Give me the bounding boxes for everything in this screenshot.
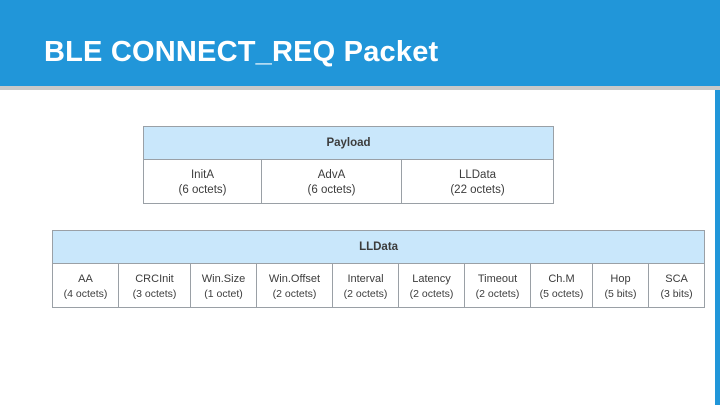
payload-field-inita: InitA (6 octets)	[143, 159, 262, 204]
field-name: Ch.M	[548, 272, 575, 285]
field-name: Timeout	[477, 272, 518, 285]
lldata-header-cell: LLData	[51, 230, 706, 264]
table-row-header: Payload	[142, 126, 555, 160]
field-size: (1 octet)	[204, 287, 243, 300]
lldata-field-hop: Hop (5 bits)	[592, 263, 649, 308]
field-size: (2 octets)	[343, 287, 388, 300]
lldata-field-crcinit: CRCInit (3 octets)	[118, 263, 191, 308]
banner-shadow	[0, 86, 720, 90]
field-name: Hop	[610, 272, 631, 285]
lldata-packet-table: LLData AA (4 octets) CRCInit (3 octets) …	[51, 230, 706, 308]
field-size: (22 octets)	[450, 183, 505, 196]
field-size: (5 bits)	[604, 287, 637, 300]
field-name: InitA	[190, 168, 214, 181]
field-size: (6 octets)	[178, 183, 227, 196]
table-row-header: LLData	[51, 230, 706, 264]
field-size: (3 bits)	[660, 287, 693, 300]
field-size: (4 octets)	[63, 287, 108, 300]
lldata-field-chm: Ch.M (5 octets)	[530, 263, 593, 308]
field-size: (2 octets)	[409, 287, 454, 300]
field-name: CRCInit	[135, 272, 174, 285]
field-size: (5 octets)	[539, 287, 584, 300]
lldata-field-winoffset: Win.Offset (2 octets)	[256, 263, 333, 308]
field-size: (6 octets)	[307, 183, 356, 196]
payload-header-cell: Payload	[142, 126, 555, 160]
field-name: Latency	[412, 272, 451, 285]
field-name: Win.Offset	[268, 272, 321, 285]
lldata-field-latency: Latency (2 octets)	[398, 263, 465, 308]
field-name: LLData	[458, 168, 497, 181]
field-size: (2 octets)	[475, 287, 520, 300]
field-name: AdvA	[317, 168, 346, 181]
field-name: AA	[78, 272, 93, 285]
lldata-field-sca: SCA (3 bits)	[647, 263, 706, 308]
page-title: BLE CONNECT_REQ Packet	[44, 36, 439, 68]
payload-packet-table: Payload InitA (6 octets) AdvA (6 octets)…	[142, 126, 555, 204]
title-banner	[0, 0, 720, 86]
field-name: SCA	[665, 272, 688, 285]
table-row: AA (4 octets) CRCInit (3 octets) Win.Siz…	[52, 263, 706, 308]
payload-field-lldata: LLData (22 octets)	[400, 159, 555, 204]
field-size: (2 octets)	[272, 287, 317, 300]
field-name: Interval	[347, 272, 384, 285]
lldata-field-aa: AA (4 octets)	[52, 263, 119, 308]
lldata-field-interval: Interval (2 octets)	[332, 263, 399, 308]
right-accent-rail	[715, 90, 720, 405]
lldata-field-winsize: Win.Size (1 octet)	[190, 263, 257, 308]
payload-field-adva: AdvA (6 octets)	[261, 159, 402, 204]
field-size: (3 octets)	[132, 287, 177, 300]
table-row: InitA (6 octets) AdvA (6 octets) LLData …	[143, 159, 555, 204]
field-name: Win.Size	[201, 272, 246, 285]
lldata-field-timeout: Timeout (2 octets)	[464, 263, 531, 308]
